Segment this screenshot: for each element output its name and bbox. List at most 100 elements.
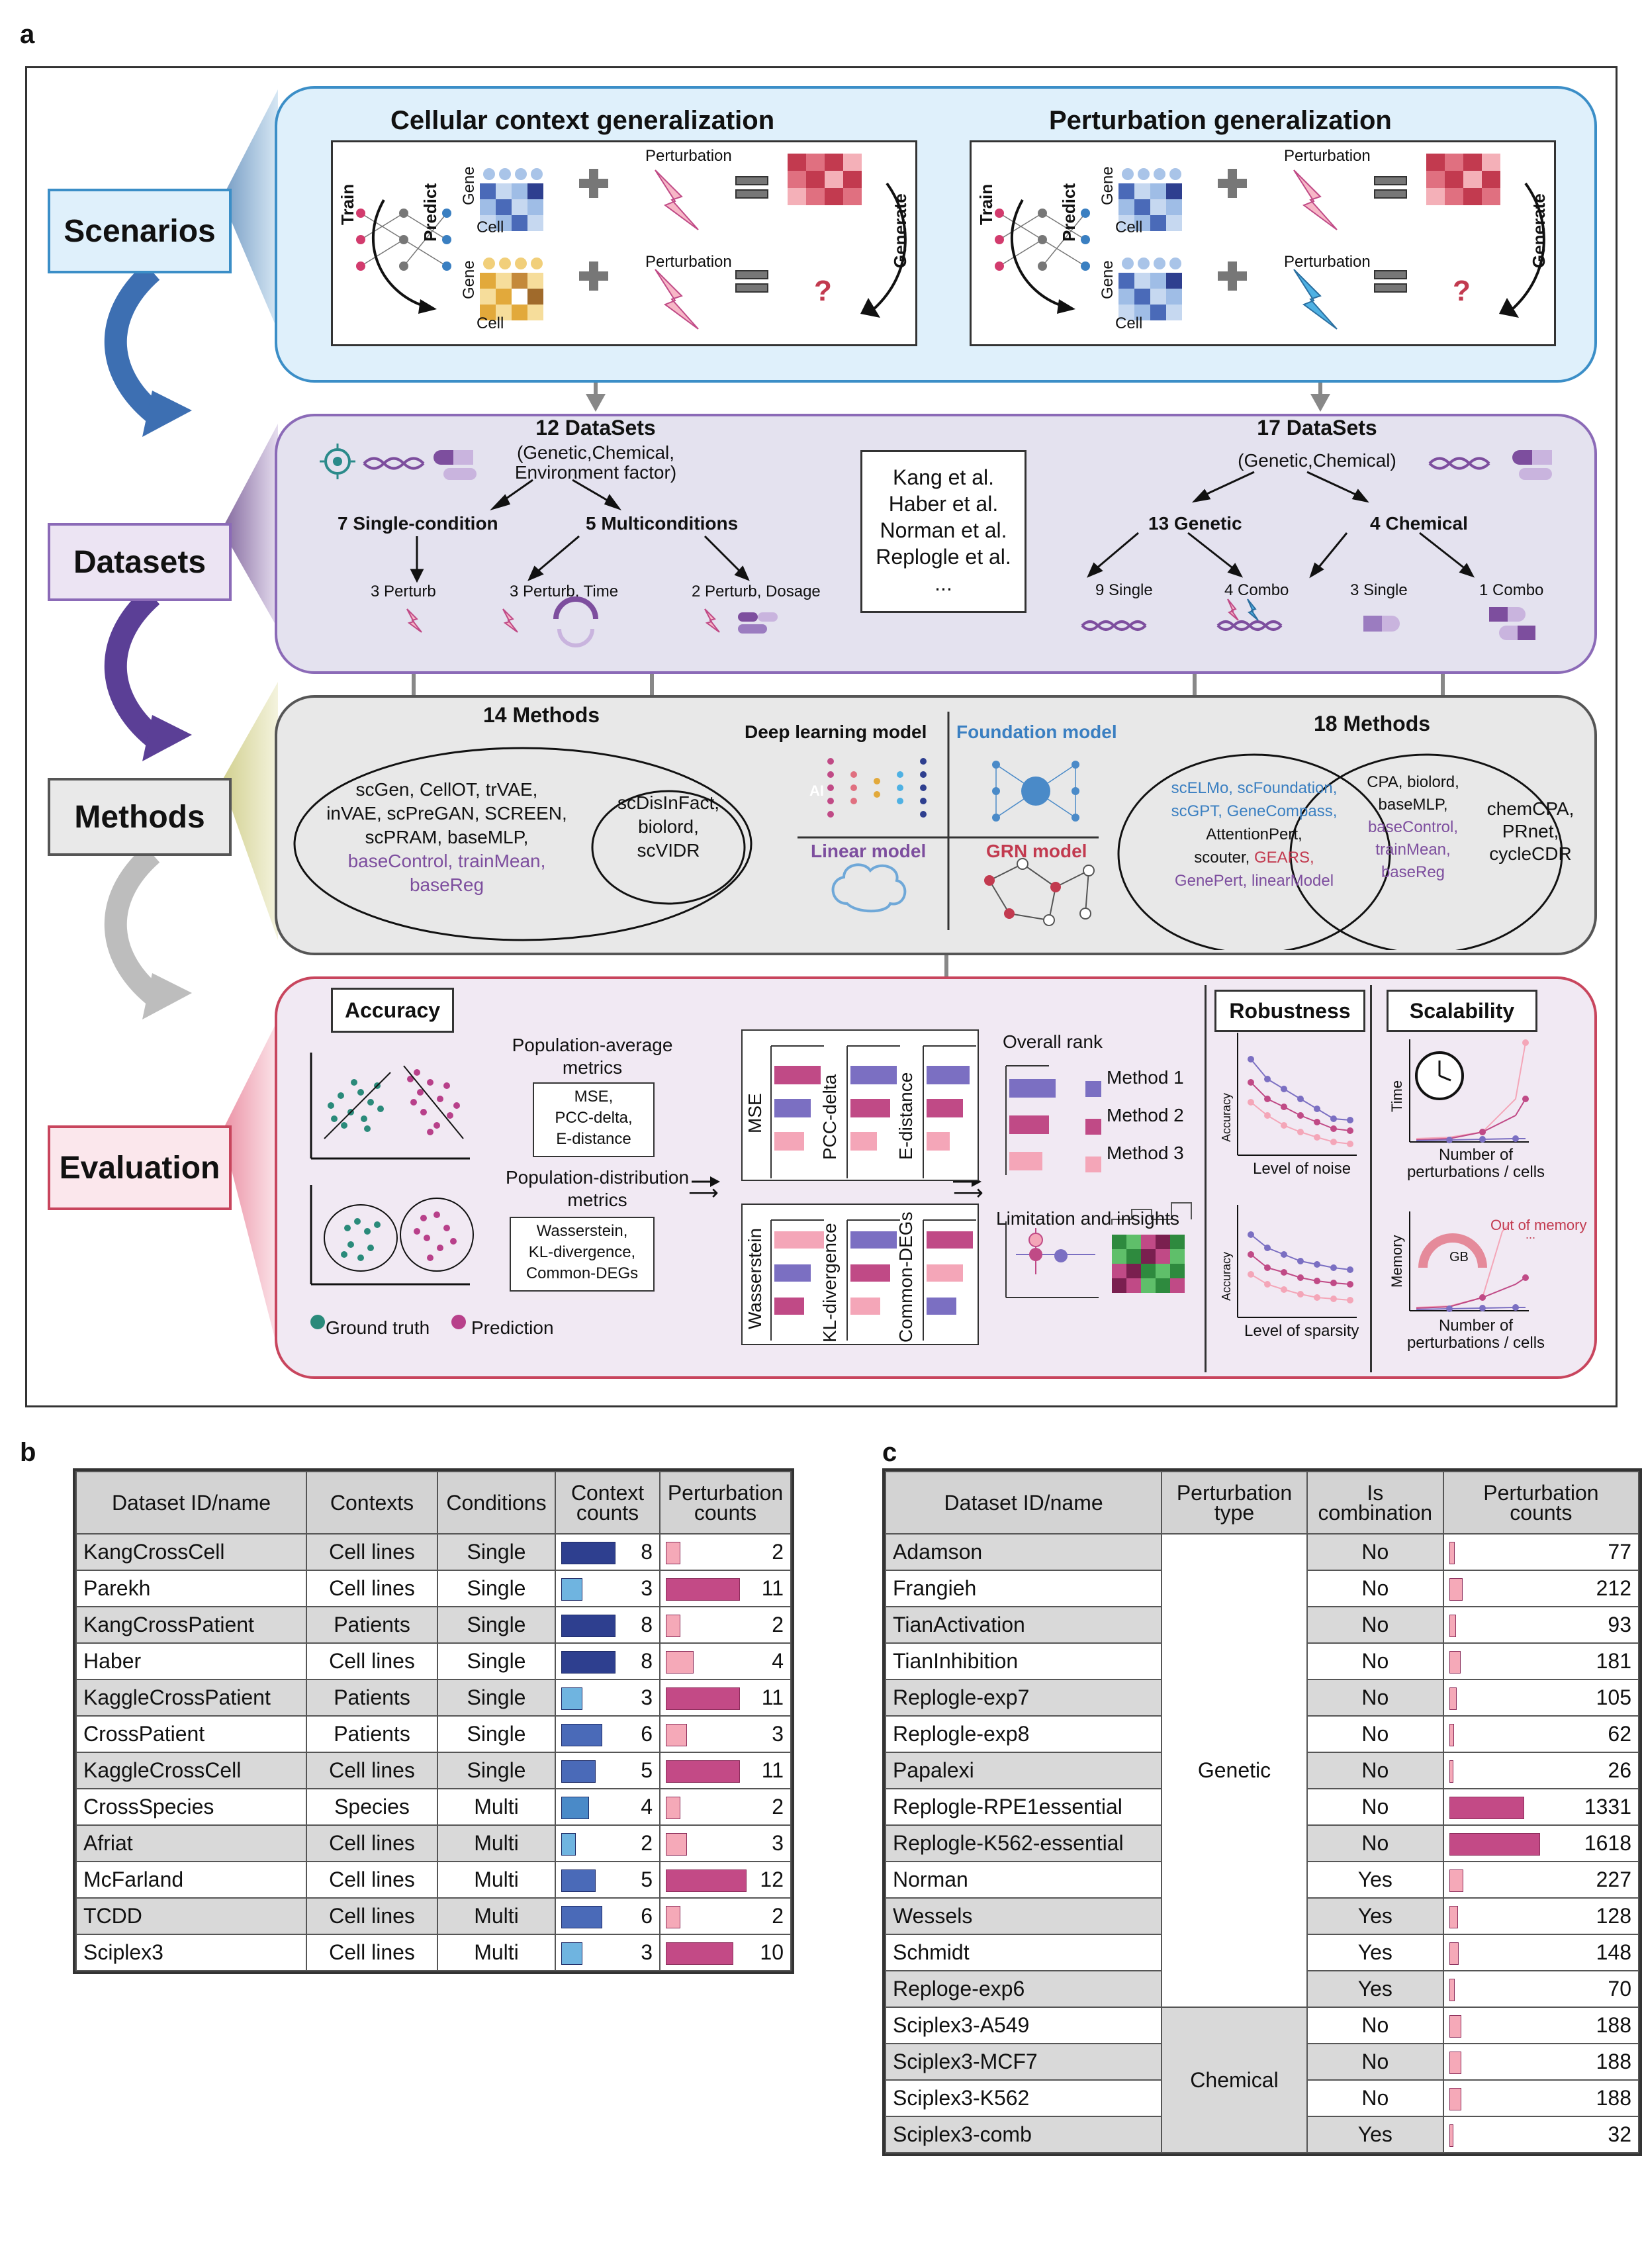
perturbation-count-cell: 11: [659, 1752, 792, 1789]
perturbation-count-value: 3: [772, 1722, 784, 1746]
perturbation-count-value: 212: [1596, 1576, 1631, 1600]
scenario-right-graphic: [995, 154, 1545, 330]
train-label-right: Train: [976, 183, 996, 225]
perturb-time-label: 3 Perturb, Time: [510, 583, 619, 600]
perturbation-count-value: 2: [772, 1904, 784, 1928]
perturbation-count-value: 3: [772, 1831, 784, 1855]
methods-right-count: 18 Methods: [1314, 712, 1431, 735]
table-cell: Yes: [1306, 2116, 1444, 2153]
perturbation-count-cell: 188: [1442, 2007, 1640, 2044]
context-count-bar: [561, 1906, 602, 1928]
metric-label-edist: E-distance: [895, 1072, 916, 1160]
pop-dist-box: Wasserstein, KL-divergence, Common-DEGs: [510, 1217, 655, 1292]
table-cell: CrossSpecies: [75, 1788, 307, 1826]
perturbation-count-bar: [666, 1797, 680, 1819]
methods-left-list: scGen, CellOT, trVAE, inVAE, scPreGAN, S…: [301, 778, 592, 897]
deep-learning-label: Deep learning model: [745, 722, 927, 742]
perturbation-count-bar: [666, 1687, 740, 1710]
accuracy-axis-1: Accuracy: [1220, 1092, 1233, 1142]
perturbation-count-cell: 181: [1442, 1642, 1640, 1680]
pop-avg-title: Population-average metrics: [483, 1034, 702, 1079]
context-count-value: 6: [641, 1904, 653, 1928]
table-cell: Afriat: [75, 1824, 307, 1862]
method-item: AttentionPert,: [1206, 826, 1302, 843]
perturbation-count-bar: [666, 1942, 733, 1965]
perturbation-label-1: Perturbation: [645, 147, 732, 165]
methods-right-only-list: chemCPA, PRnet, cycleCDR: [1479, 798, 1582, 865]
gene-label-4: Gene: [1099, 260, 1117, 299]
perturbation-count-value: 1618: [1584, 1831, 1631, 1855]
context-count-value: 6: [641, 1722, 653, 1746]
time-axis: Time: [1389, 1080, 1405, 1112]
table-cell: No: [1306, 1824, 1444, 1862]
context-count-value: 4: [641, 1795, 653, 1819]
table-cell: Replogle-exp8: [884, 1715, 1163, 1753]
perturbation-count-bar: [666, 1578, 740, 1601]
perturbation-count-bar: [666, 1906, 680, 1928]
context-count-bar: [561, 1578, 582, 1601]
methods-overlap-list: CPA, biolord, baseMLP, baseControl, trai…: [1347, 771, 1479, 884]
perturbation-count-value: 2: [772, 1613, 784, 1636]
num-pert-line: perturbations / cells: [1406, 1334, 1545, 1352]
table-cell: Replogle-exp7: [884, 1679, 1163, 1717]
table-cell: Patients: [306, 1715, 438, 1753]
perturbation-count-value: 227: [1596, 1867, 1631, 1891]
scenario-right-title: Perturbation generalization: [1049, 106, 1392, 135]
perturbation-count-cell: 77: [1442, 1533, 1640, 1571]
methods-graphic: [293, 712, 1563, 950]
metric-label-kl: KL-divergence: [819, 1223, 840, 1343]
context-count-cell: 8: [555, 1533, 661, 1571]
perturbation-count-bar: [666, 1615, 680, 1637]
table-b-header: Conditions: [437, 1471, 556, 1535]
reference-item: Haber et al.: [888, 492, 999, 516]
table-cell: Multi: [437, 1897, 556, 1935]
table-cell: No: [1306, 1606, 1444, 1644]
perturbation-count-bar: [666, 1542, 680, 1564]
context-count-value: 3: [641, 1940, 653, 1964]
metric-item: KL-divergence,: [528, 1243, 636, 1261]
table-cell: TianActivation: [884, 1606, 1163, 1644]
context-count-value: 8: [641, 1649, 653, 1673]
perturbation-count-value: 32: [1608, 2122, 1631, 2146]
dots-label: ...: [1526, 1228, 1536, 1241]
reference-list: Kang et al. Haber et al. Norman et al. R…: [862, 452, 1025, 596]
method-item-linear: GenePert, linearModel: [1174, 872, 1334, 890]
table-cell: Single: [437, 1533, 556, 1571]
reference-item: ...: [935, 571, 952, 595]
tag-methods: Methods: [48, 778, 232, 856]
predict-label-left: Predict: [420, 183, 440, 242]
context-count-cell: 4: [555, 1788, 661, 1826]
perturbation-count-cell: 227: [1442, 1861, 1640, 1899]
method-item: biolord,: [638, 816, 699, 837]
chemical4-label: 4 Chemical: [1370, 513, 1468, 534]
perturbation-count-bar: [1449, 1615, 1456, 1637]
table-cell: Yes: [1306, 1970, 1444, 2008]
table-cell: No: [1306, 1679, 1444, 1717]
context-count-bar: [561, 1942, 582, 1965]
perturbation-count-bar: [666, 1724, 687, 1746]
panel-label-b: b: [20, 1438, 36, 1467]
table-cell: Cell lines: [306, 1824, 438, 1862]
perturbation-count-cell: 188: [1442, 2079, 1640, 2117]
table-cell: Parekh: [75, 1570, 307, 1607]
perturbation-count-value: 2: [772, 1540, 784, 1564]
method-item-grn: GEARS,: [1254, 849, 1314, 867]
perturbation-count-bar: [666, 1833, 687, 1856]
perturbation-count-value: 1331: [1584, 1795, 1631, 1819]
perturbation-count-cell: 3: [659, 1715, 792, 1753]
pop-dist-title-line: Population-distribution: [505, 1167, 690, 1188]
perturbation-count-value: 148: [1596, 1940, 1631, 1964]
table-cell: No: [1306, 1642, 1444, 1680]
num-pert-line: Number of: [1438, 1146, 1514, 1164]
method-item: chemCPA,: [1486, 798, 1574, 819]
perturbation-count-value: 105: [1596, 1685, 1631, 1709]
table-cell: Adamson: [884, 1533, 1163, 1571]
datasets-left-sub2: Environment factor): [514, 462, 677, 483]
